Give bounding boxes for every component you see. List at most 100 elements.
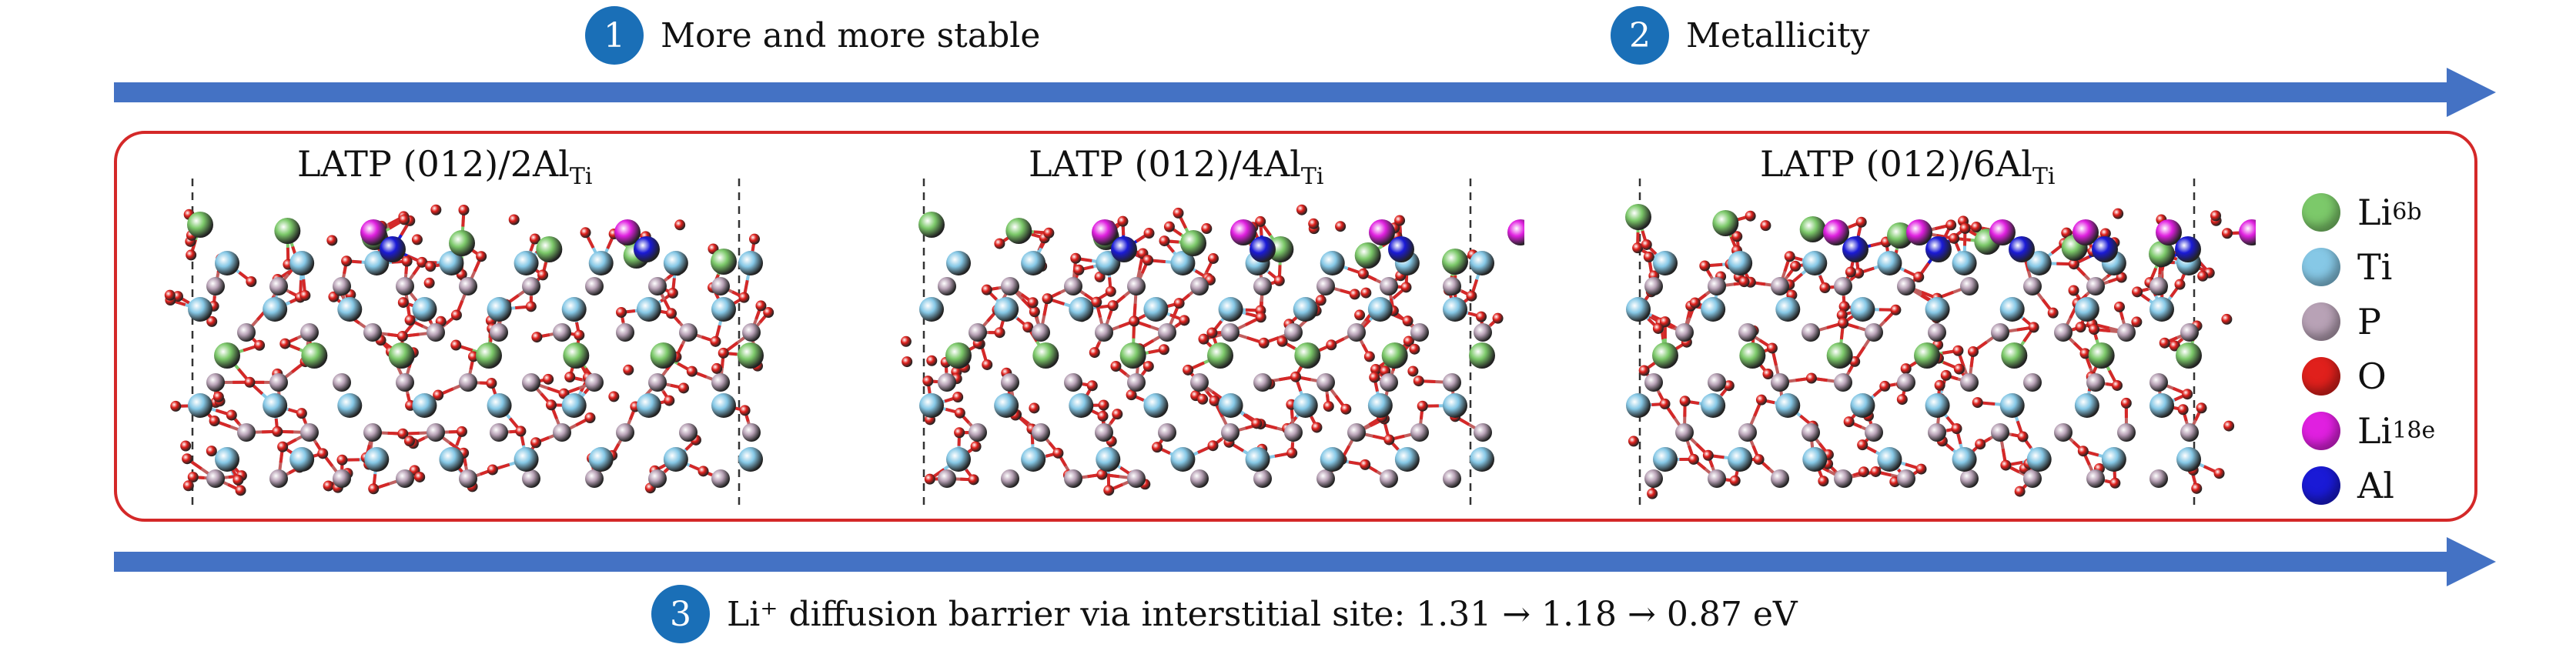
atom-o xyxy=(1096,469,1108,480)
atom-p xyxy=(938,469,956,488)
atom-ti xyxy=(1952,251,1977,275)
step-3: 3 Li⁺ diffusion barrier via interstitial… xyxy=(651,585,1798,643)
atom-li6b xyxy=(1799,216,1826,242)
atom-o xyxy=(981,284,992,295)
bottom-arrow-head xyxy=(2447,537,2496,586)
legend-item-al: Al xyxy=(2302,458,2435,512)
atom-o xyxy=(2132,286,2143,298)
structure-3-title: LATP (012)/6AlTi xyxy=(1760,143,2056,190)
atom-p xyxy=(427,323,445,342)
atom-o xyxy=(296,408,307,419)
atom-o xyxy=(1975,439,1986,450)
atom-o xyxy=(404,315,416,326)
atom-o xyxy=(677,382,689,394)
atom-p xyxy=(1443,469,1461,488)
atom-o xyxy=(1207,440,1219,452)
atom-p xyxy=(1771,277,1789,295)
atom-o xyxy=(1407,366,1419,377)
atom-o xyxy=(1110,360,1122,372)
atom-o xyxy=(1659,316,1671,328)
atom-o xyxy=(1201,223,1213,235)
atom-ti xyxy=(1626,297,1651,322)
atom-o xyxy=(2159,337,2170,349)
atom-o xyxy=(902,356,913,368)
structures-panel xyxy=(114,131,2477,522)
atom-o xyxy=(2120,397,2132,409)
atom-o xyxy=(1729,475,1741,486)
atom-o xyxy=(2197,270,2209,282)
atom-ti xyxy=(1802,251,1828,275)
atom-o xyxy=(1097,410,1109,422)
atom-ti xyxy=(946,251,971,275)
atom-o xyxy=(1940,369,1952,381)
atom-o xyxy=(1417,400,1428,412)
atom-p xyxy=(585,469,604,488)
atom-al xyxy=(1388,236,1414,262)
atom-ti xyxy=(215,251,239,275)
atom-o xyxy=(1845,266,1856,278)
atom-ti xyxy=(337,393,363,418)
atom-ti xyxy=(514,447,539,472)
atom-ti xyxy=(994,297,1019,322)
atom-o xyxy=(423,277,435,289)
atom-ti xyxy=(1443,297,1467,322)
atom-ti xyxy=(364,447,390,472)
atom-o xyxy=(397,297,409,309)
atom-ti xyxy=(1293,393,1318,418)
atom-o xyxy=(1209,395,1220,406)
atom-o xyxy=(1403,336,1414,347)
atom-p xyxy=(1064,373,1082,392)
atom-o xyxy=(1360,287,1372,299)
atom-o xyxy=(1273,275,1285,286)
atom-p xyxy=(459,373,477,392)
atom-ti xyxy=(514,251,539,275)
atom-o xyxy=(1723,380,1735,392)
atom-o xyxy=(1022,322,1034,333)
atom-o xyxy=(1870,466,1882,477)
atom-p xyxy=(969,423,987,442)
atom-o xyxy=(1029,402,1040,414)
atom-ti xyxy=(738,251,763,275)
atom-li6b xyxy=(1712,210,1739,236)
atom-p xyxy=(1190,277,1209,295)
atom-p xyxy=(1127,373,1146,392)
atom-p xyxy=(2180,423,2199,442)
p-swatch xyxy=(2302,302,2340,341)
atom-p xyxy=(938,277,956,295)
atom-p xyxy=(711,373,730,392)
atom-o xyxy=(2017,431,2029,442)
atom-p xyxy=(333,277,351,295)
atom-ti xyxy=(711,297,736,322)
atom-o xyxy=(580,227,591,239)
atom-o xyxy=(279,338,291,349)
atom-p xyxy=(1443,373,1461,392)
atom-o xyxy=(1945,219,1957,231)
atom-p xyxy=(2180,323,2199,342)
atom-p xyxy=(1802,423,1820,442)
atom-o xyxy=(1689,297,1701,309)
atom-o xyxy=(2109,477,2121,489)
atom-p xyxy=(616,423,634,442)
atom-ti xyxy=(1218,297,1243,322)
atom-ti xyxy=(2176,447,2201,472)
atom-ti xyxy=(1470,447,1494,472)
atom-o xyxy=(180,440,192,452)
atom-p xyxy=(2023,469,2042,488)
atom-ti xyxy=(487,297,512,322)
atom-ti xyxy=(2074,297,2099,322)
atom-p xyxy=(969,323,987,342)
atom-p xyxy=(522,373,540,392)
atom-o xyxy=(1296,204,1307,215)
atom-p xyxy=(1897,469,1915,488)
atom-ti xyxy=(1096,447,1121,472)
atom-p xyxy=(2149,469,2168,488)
atom-o xyxy=(1858,466,1869,478)
atom-o xyxy=(1159,235,1170,247)
atom-p xyxy=(1316,373,1335,392)
atom-o xyxy=(530,437,542,449)
atom-o xyxy=(1207,252,1219,264)
atom-p xyxy=(2149,277,2168,295)
atom-ti xyxy=(919,393,944,418)
atom-p xyxy=(1675,423,1694,442)
